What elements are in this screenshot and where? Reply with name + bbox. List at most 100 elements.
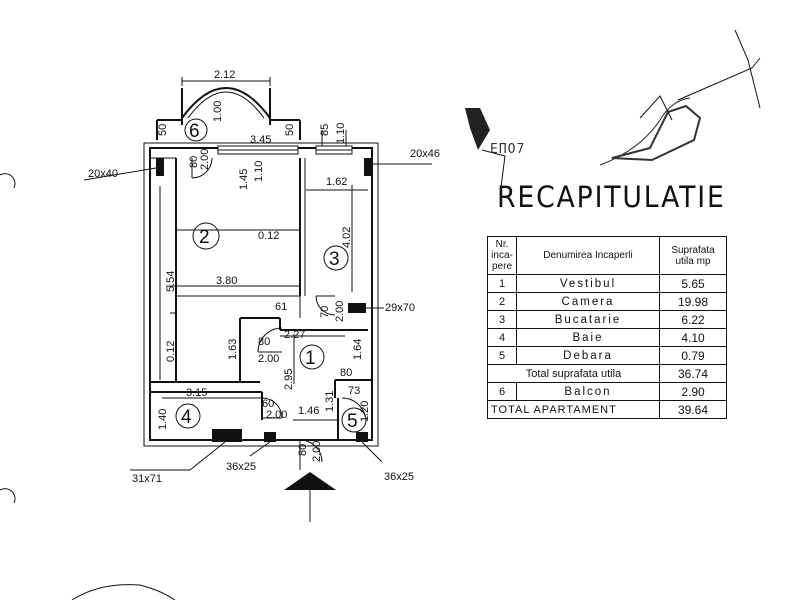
dim-window-width: 3.45 — [250, 134, 271, 146]
row-nr: 5 — [487, 346, 517, 365]
table-row: 5 Debara 0.79 — [487, 346, 727, 365]
dim-door6-width: 80 — [188, 156, 200, 168]
dim-storage-door: 80 — [340, 367, 352, 379]
row-name: Vestibul — [516, 274, 660, 293]
dim-bath-length: 3.15 — [186, 387, 207, 399]
table-row: 4 Baie 4.10 — [487, 328, 727, 347]
total-useful-value: 36.74 — [659, 364, 727, 383]
dim-window2-width: 85 — [319, 124, 331, 136]
dim-kitchen-width: 1.62 — [326, 176, 347, 188]
dim-window2-height: 1.10 — [335, 123, 347, 144]
balcony-nr: 6 — [487, 382, 517, 401]
total-useful-label: Total suprafata utila — [487, 364, 660, 383]
outer-walls — [143, 130, 379, 447]
table-row: 1 Vestibul 5.65 — [487, 274, 727, 293]
row-area: 6.22 — [659, 310, 727, 329]
dim-door4-height: 2.00 — [266, 409, 287, 421]
dimension-lines — [159, 185, 368, 421]
recap-table: Nr. inca- pere Denumirea Incaperli Supra… — [487, 236, 727, 419]
row-name: Baie — [516, 328, 660, 347]
dim-hall-length: 2.95 — [283, 369, 295, 390]
table-row: 2 Camera 19.98 — [487, 292, 727, 311]
balcony-name: Balcon — [516, 382, 660, 401]
dim-partition-a: 0.12 — [258, 230, 279, 242]
row-name: Camera — [516, 292, 660, 311]
dim-partition-b: 0.12 — [165, 341, 177, 362]
dim-door4-width: 60 — [262, 398, 274, 410]
scan-mark-bottom — [71, 584, 176, 600]
row-nr: 4 — [487, 328, 517, 347]
total-useful-row: Total suprafata utila 36.74 — [487, 364, 727, 383]
dim-door-hall-height: 2.00 — [258, 353, 279, 365]
header-nr: Nr. inca- pere — [487, 236, 517, 275]
balcony-area: 2.90 — [659, 382, 727, 401]
room-1-number: 1 — [305, 348, 316, 369]
row-nr: 1 — [487, 274, 517, 293]
dim-corridor-depth: 1.31 — [324, 391, 336, 412]
row-name: Debara — [516, 346, 660, 365]
recap-header-row: Nr. inca- pere Denumirea Incaperli Supra… — [487, 236, 727, 275]
dim-door3-width: 70 — [319, 306, 331, 318]
binder-hole-top — [0, 173, 16, 189]
row-nr: 3 — [487, 310, 517, 329]
row-area: 5.65 — [659, 274, 727, 293]
dim-room2-head: 1.10 — [253, 161, 265, 182]
grand-total-value: 39.64 — [659, 400, 727, 419]
dim-door6-height: 2.00 — [199, 149, 211, 170]
balcony-row: 6 Balcon 2.90 — [487, 382, 727, 401]
row-area: 19.98 — [659, 292, 727, 311]
dim-kitchen-length: 4.02 — [341, 227, 353, 248]
dim-column-bath: 31x71 — [132, 473, 162, 485]
room-labels: 6 2 3 1 4 5 — [175, 118, 367, 433]
grand-total-label: TOTAL APARTAMENT — [487, 400, 660, 419]
dimension-labels: 2.12 1.00 50 50 3.45 85 1.10 20x40 20x46… — [88, 69, 440, 485]
room-5-number: 5 — [347, 411, 358, 432]
dim-corridor-width: 1.46 — [298, 405, 319, 417]
table-row: 3 Bucatarie 6.22 — [487, 310, 727, 329]
room-4-circle — [175, 403, 201, 429]
room-2-number: 2 — [199, 227, 210, 248]
header-area: Suprafata utila mp — [659, 236, 727, 275]
balcony — [156, 77, 301, 140]
binder-hole-bottom — [0, 488, 16, 504]
interior-walls — [150, 157, 372, 440]
dim-door-hall-width: 80 — [258, 336, 270, 348]
dim-room2-width: 3.80 — [216, 275, 237, 287]
row-name: Bucatarie — [516, 310, 660, 329]
room-1-circle — [299, 344, 325, 370]
dim-hall-width: 2.27 — [284, 329, 305, 341]
room-2-circle — [192, 222, 220, 250]
leader-lines — [83, 163, 432, 471]
dim-door3-height: 2.00 — [334, 301, 346, 322]
dim-room2-length: 5.54 — [165, 271, 177, 292]
dim-nib-61: 61 — [275, 301, 287, 313]
room-4-number: 4 — [181, 407, 192, 428]
room-3-number: 3 — [329, 249, 340, 270]
dim-storage-depth: 1.64 — [352, 339, 364, 360]
dim-balcony-depth: 1.00 — [212, 101, 224, 122]
dim-column-right: 36x25 — [384, 471, 414, 483]
dim-hall-depth: 1.63 — [227, 339, 239, 360]
stamp-label: ЕПО7 — [490, 142, 526, 157]
dim-bath-depth: 1.40 — [157, 409, 169, 430]
dim-balcony-width: 2.12 — [214, 69, 235, 81]
dim-debara-width: 73 — [348, 385, 360, 397]
header-name: Denumirea Incaperli — [516, 236, 660, 275]
room-5-circle — [341, 407, 367, 433]
dim-column-mid: 36x25 — [226, 461, 256, 473]
dim-pillar-left: 20x40 — [88, 168, 118, 180]
dim-balcony-side-right: 50 — [284, 124, 296, 136]
dim-entry-door-width: 80 — [297, 444, 309, 456]
row-area: 4.10 — [659, 328, 727, 347]
dim-balcony-side-left: 50 — [157, 124, 169, 136]
columns — [156, 158, 372, 442]
row-nr: 2 — [487, 292, 517, 311]
entrance-arrow — [284, 472, 336, 522]
room-6-circle — [184, 118, 208, 142]
dim-pillar-right: 20x46 — [410, 148, 440, 160]
grand-total-row: TOTAL APARTAMENT 39.64 — [487, 400, 727, 419]
dim-entry-door-height: 2.00 — [311, 441, 323, 462]
dim-debara-depth: 1.20 — [359, 401, 371, 422]
dim-column-kitchen: 29x70 — [385, 302, 415, 314]
